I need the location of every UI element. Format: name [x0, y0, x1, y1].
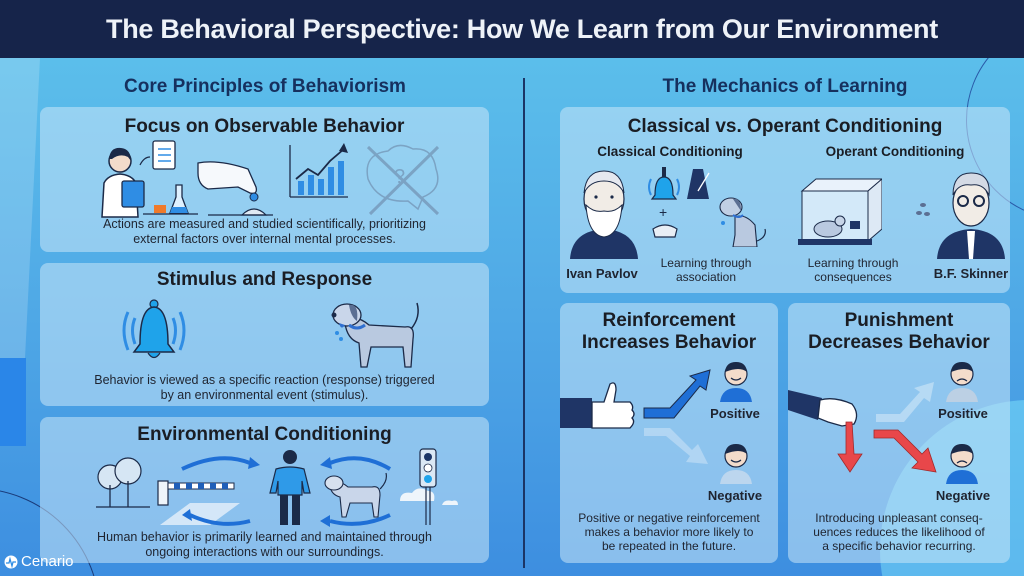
cloud-icon — [400, 488, 458, 505]
panel-heading: Classical vs. Operant Conditioning — [627, 116, 943, 137]
sad-person-positive-icon — [946, 362, 978, 402]
punishment-illustration — [788, 382, 937, 473]
brand-logo: Cenario — [4, 553, 74, 570]
panel-description: Human behavior is primarily learned and … — [97, 530, 432, 559]
left-column-title: Core Principles of Behaviorism — [124, 76, 406, 97]
thumbs-up-icon — [560, 382, 635, 429]
reinforcement-positive-label: Positive — [710, 406, 760, 421]
happy-person-negative-icon — [720, 444, 752, 484]
hand-pinching-icon — [788, 390, 858, 427]
barrier-gate-icon — [157, 480, 240, 525]
trees-icon — [96, 457, 150, 508]
skinner-box-icon — [798, 178, 882, 245]
lab-flask-icon — [143, 184, 198, 215]
observable-behavior-illustration: ? — [101, 140, 440, 218]
panel-punishment: Punishment Decreases Behavior Positive N… — [788, 303, 1010, 563]
right-column-title: The Mechanics of Learning — [662, 76, 908, 97]
svg-text:?: ? — [394, 166, 405, 188]
ringing-bell-icon — [122, 299, 186, 359]
metronome-icon — [687, 169, 710, 199]
traffic-light-icon — [419, 448, 437, 525]
panel-heading: Focus on Observable Behavior — [124, 116, 405, 137]
salivating-dog-icon — [331, 302, 419, 368]
panel-heading: Punishment Decreases Behavior — [808, 310, 990, 353]
down-arrow-icon — [644, 428, 708, 464]
red-diagonal-arrow-icon — [873, 429, 937, 473]
scientist-clipboard-icon — [101, 147, 145, 218]
happy-person-positive-icon — [720, 362, 752, 402]
reinforcement-illustration — [560, 369, 711, 464]
pavlov-name: Ivan Pavlov — [566, 266, 638, 281]
bell-icon — [648, 167, 680, 200]
column-divider — [523, 78, 525, 568]
title-bar: The Behavioral Perspective: How We Learn… — [0, 0, 1024, 58]
dog-icon — [324, 472, 387, 518]
panel-stimulus-response: Stimulus and Response Behavior is viewed… — [40, 263, 489, 406]
side-accent-bar — [0, 358, 26, 446]
panel-heading: Stimulus and Response — [156, 269, 373, 290]
panel-heading: Reinforcement Increases Behavior — [581, 310, 757, 353]
pavlov-portrait-icon — [570, 170, 638, 259]
environmental-conditioning-illustration — [96, 448, 458, 527]
sad-person-negative-icon — [946, 444, 978, 484]
panel-description: Introducing unpleasant conseq- uences re… — [813, 511, 985, 553]
panel-description: Actions are measured and studied scienti… — [103, 217, 426, 246]
background-shape — [0, 58, 40, 378]
classical-conditioning-illustration: + — [648, 167, 766, 247]
skinner-portrait-icon — [937, 172, 1005, 259]
svg-text:+: + — [659, 204, 667, 220]
crossed-out-brain-icon: ? — [366, 144, 440, 216]
operant-subheading: Operant Conditioning — [825, 144, 965, 159]
panel-environmental-conditioning: Environmental Conditioning — [40, 417, 489, 563]
food-pellets-icon — [916, 203, 930, 216]
faded-up-arrow-icon — [876, 382, 934, 422]
skinner-name: B.F. Skinner — [933, 266, 1009, 281]
panel-description: Behavior is viewed as a specific reactio… — [94, 373, 435, 402]
rising-chart-icon — [289, 143, 348, 198]
punishment-negative-label: Negative — [935, 488, 991, 503]
panel-classical-vs-operant: Classical vs. Operant Conditioning Class… — [560, 107, 1010, 293]
classical-caption: Learning through association — [660, 256, 752, 284]
person-icon — [269, 450, 311, 525]
page-title: The Behavioral Perspective: How We Learn… — [106, 13, 938, 44]
hand-pressing-button-icon — [197, 161, 273, 216]
panel-observable-behavior: Focus on Observable Behavior — [40, 107, 489, 252]
panel-reinforcement: Reinforcement Increases Behavior Positiv… — [560, 303, 778, 563]
reinforcement-negative-label: Negative — [707, 488, 763, 503]
panel-description: Positive or negative reinforcement makes… — [578, 511, 760, 553]
red-down-arrow-icon — [837, 421, 863, 473]
cycle-arrows-icon — [181, 456, 392, 526]
dog-icon — [719, 197, 766, 247]
pulse-logo-icon — [4, 555, 18, 569]
operant-caption: Learning through consequences — [807, 256, 899, 284]
food-bowl-icon — [652, 224, 678, 238]
panel-heading: Environmental Conditioning — [137, 424, 392, 445]
up-arrow-icon — [643, 369, 711, 419]
punishment-positive-label: Positive — [938, 406, 988, 421]
classical-subheading: Classical Conditioning — [597, 144, 743, 159]
checklist-icon — [139, 140, 176, 170]
brand-name: Cenario — [21, 553, 74, 570]
